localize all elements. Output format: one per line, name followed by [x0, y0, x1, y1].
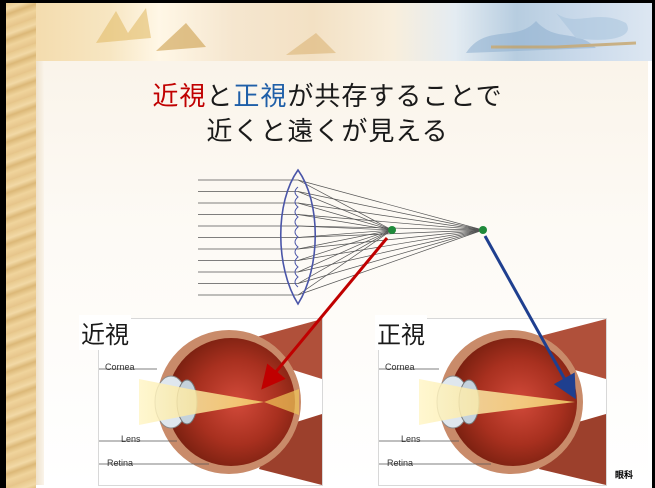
ray-far — [297, 229, 484, 250]
ray-far — [297, 229, 484, 284]
title-rest: が共存することで — [287, 82, 503, 112]
eye-panel-normal: Cornea Lens Retina — [378, 318, 607, 486]
label-lens-near: Lens — [121, 434, 141, 444]
title-line-2: 近くと遠くが見える — [206, 117, 449, 147]
arrow-near-to-eye — [261, 237, 389, 390]
panel-shadow — [36, 61, 44, 485]
label-retina-normal: Retina — [387, 458, 414, 468]
border-top — [0, 0, 655, 3]
label-cornea-normal: Cornea — [385, 362, 415, 372]
eye-illustration-normal — [379, 319, 606, 485]
ray-far — [297, 179, 484, 231]
decorative-banner — [36, 3, 652, 61]
ray-far — [297, 202, 484, 231]
parchment-border — [6, 3, 36, 488]
border-left — [0, 0, 6, 488]
title-term-normal: 正視 — [233, 82, 288, 112]
label-cornea-near: Cornea — [105, 362, 135, 372]
label-retina-near: Retina — [107, 458, 134, 468]
border-right — [652, 0, 655, 488]
footer-note: 眼科 — [615, 471, 634, 481]
ray-far — [297, 229, 484, 273]
bifocal-lens-diagram — [198, 168, 487, 306]
title-line-1: 近視と正視が共存することで — [0, 76, 655, 113]
ray-far — [297, 229, 484, 261]
title-connector: と — [206, 82, 234, 112]
title-term-near: 近視 — [152, 82, 207, 112]
rays-far-focus — [297, 179, 484, 296]
far-focal-point — [479, 226, 487, 234]
ray-far — [297, 229, 484, 238]
panel-label-near: 近視 — [79, 315, 131, 350]
label-lens-normal: Lens — [401, 434, 421, 444]
ray-far — [297, 229, 484, 296]
arrow-far-to-eye — [483, 235, 576, 400]
ray-far — [297, 214, 484, 231]
lens-diffractive-zones — [294, 186, 299, 288]
near-focal-point — [388, 226, 396, 234]
ray-far — [297, 191, 484, 231]
panel-label-normal: 正視 — [375, 315, 427, 350]
lens-outline — [280, 168, 316, 306]
